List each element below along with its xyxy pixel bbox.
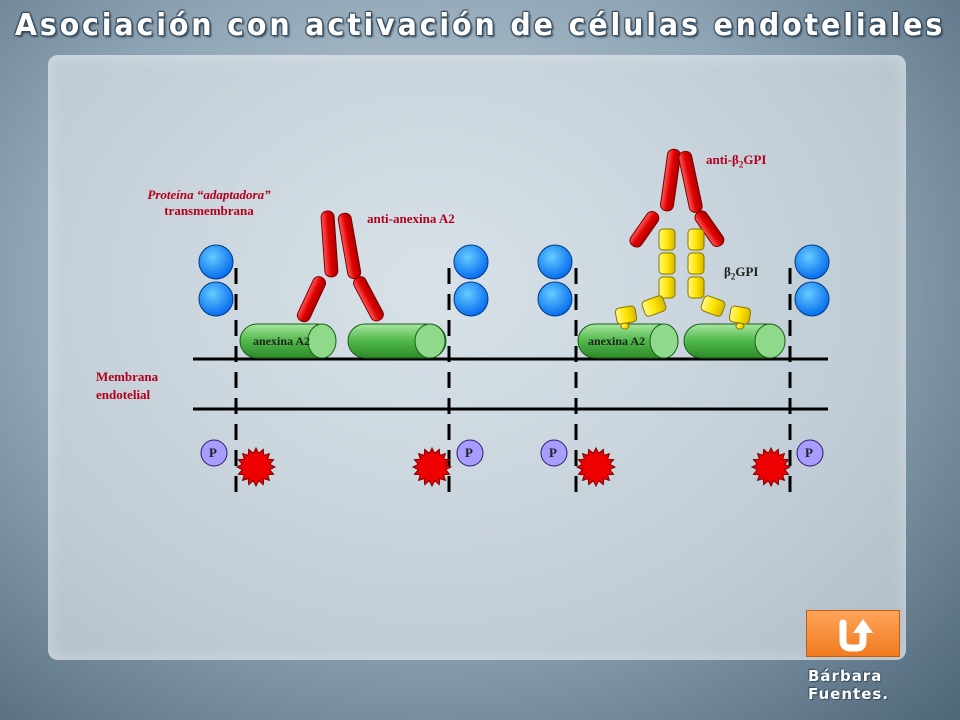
- b2gpi-molecules: [614, 228, 752, 330]
- beta-symbol: β: [724, 264, 731, 279]
- beta-symbol: β: [732, 152, 739, 167]
- phosphate-label-1: P: [209, 445, 217, 460]
- gpi-text: GPI: [743, 152, 767, 167]
- gpi-text: GPI: [735, 264, 759, 279]
- phosphate-label-2: P: [465, 445, 473, 460]
- back-button[interactable]: [806, 610, 900, 657]
- subscript-2: 2: [730, 271, 736, 282]
- annexin-a2-label-right: anexina A2: [588, 334, 646, 348]
- phosphate-label-4: P: [805, 445, 813, 460]
- annexin-a2-cylinder-right: [577, 323, 786, 359]
- adaptor-protein-circles: [198, 244, 830, 317]
- u-turn-arrow-icon: [839, 619, 873, 652]
- activation-burst-icon: [750, 446, 792, 488]
- annexin-a2-cylinder-left: [239, 323, 447, 359]
- transmembrane-adaptor-lines: [234, 268, 792, 495]
- annexin-a2-label-left: anexina A2: [253, 334, 311, 348]
- membrane-label-line1: Membrana: [96, 369, 159, 384]
- membrane-label: Membrana endotelial: [96, 368, 158, 404]
- activation-burst-icon: [235, 446, 277, 488]
- slide-title: Asociación con activación de células end…: [14, 8, 946, 43]
- adaptor-label-line1: Proteína “adaptadora”: [147, 187, 271, 202]
- activation-burst-icon: [575, 446, 617, 488]
- adaptor-protein-label: Proteína “adaptadora” transmembrana: [118, 187, 300, 219]
- phosphate-group: [200, 439, 824, 467]
- membrane-bilayer: [193, 357, 828, 411]
- activation-burst-icons: [235, 446, 792, 488]
- anti-b2gpi-antibody: [629, 148, 725, 248]
- membrane-label-line2: endotelial: [96, 387, 151, 402]
- anti-annexin-antibody: [296, 210, 384, 323]
- subscript-2: 2: [738, 159, 744, 170]
- b2gpi-label: β2GPI: [724, 264, 758, 282]
- author-credit: Bárbara Fuentes.: [808, 667, 890, 703]
- anti-prefix: anti-: [706, 152, 732, 167]
- phosphate-label-3: P: [549, 445, 557, 460]
- anti-annexin-label: anti-anexina A2: [367, 211, 455, 226]
- adaptor-label-line2: transmembrana: [164, 203, 254, 218]
- activation-burst-icon: [411, 446, 453, 488]
- anti-b2gpi-label: anti-β2GPI: [706, 152, 766, 170]
